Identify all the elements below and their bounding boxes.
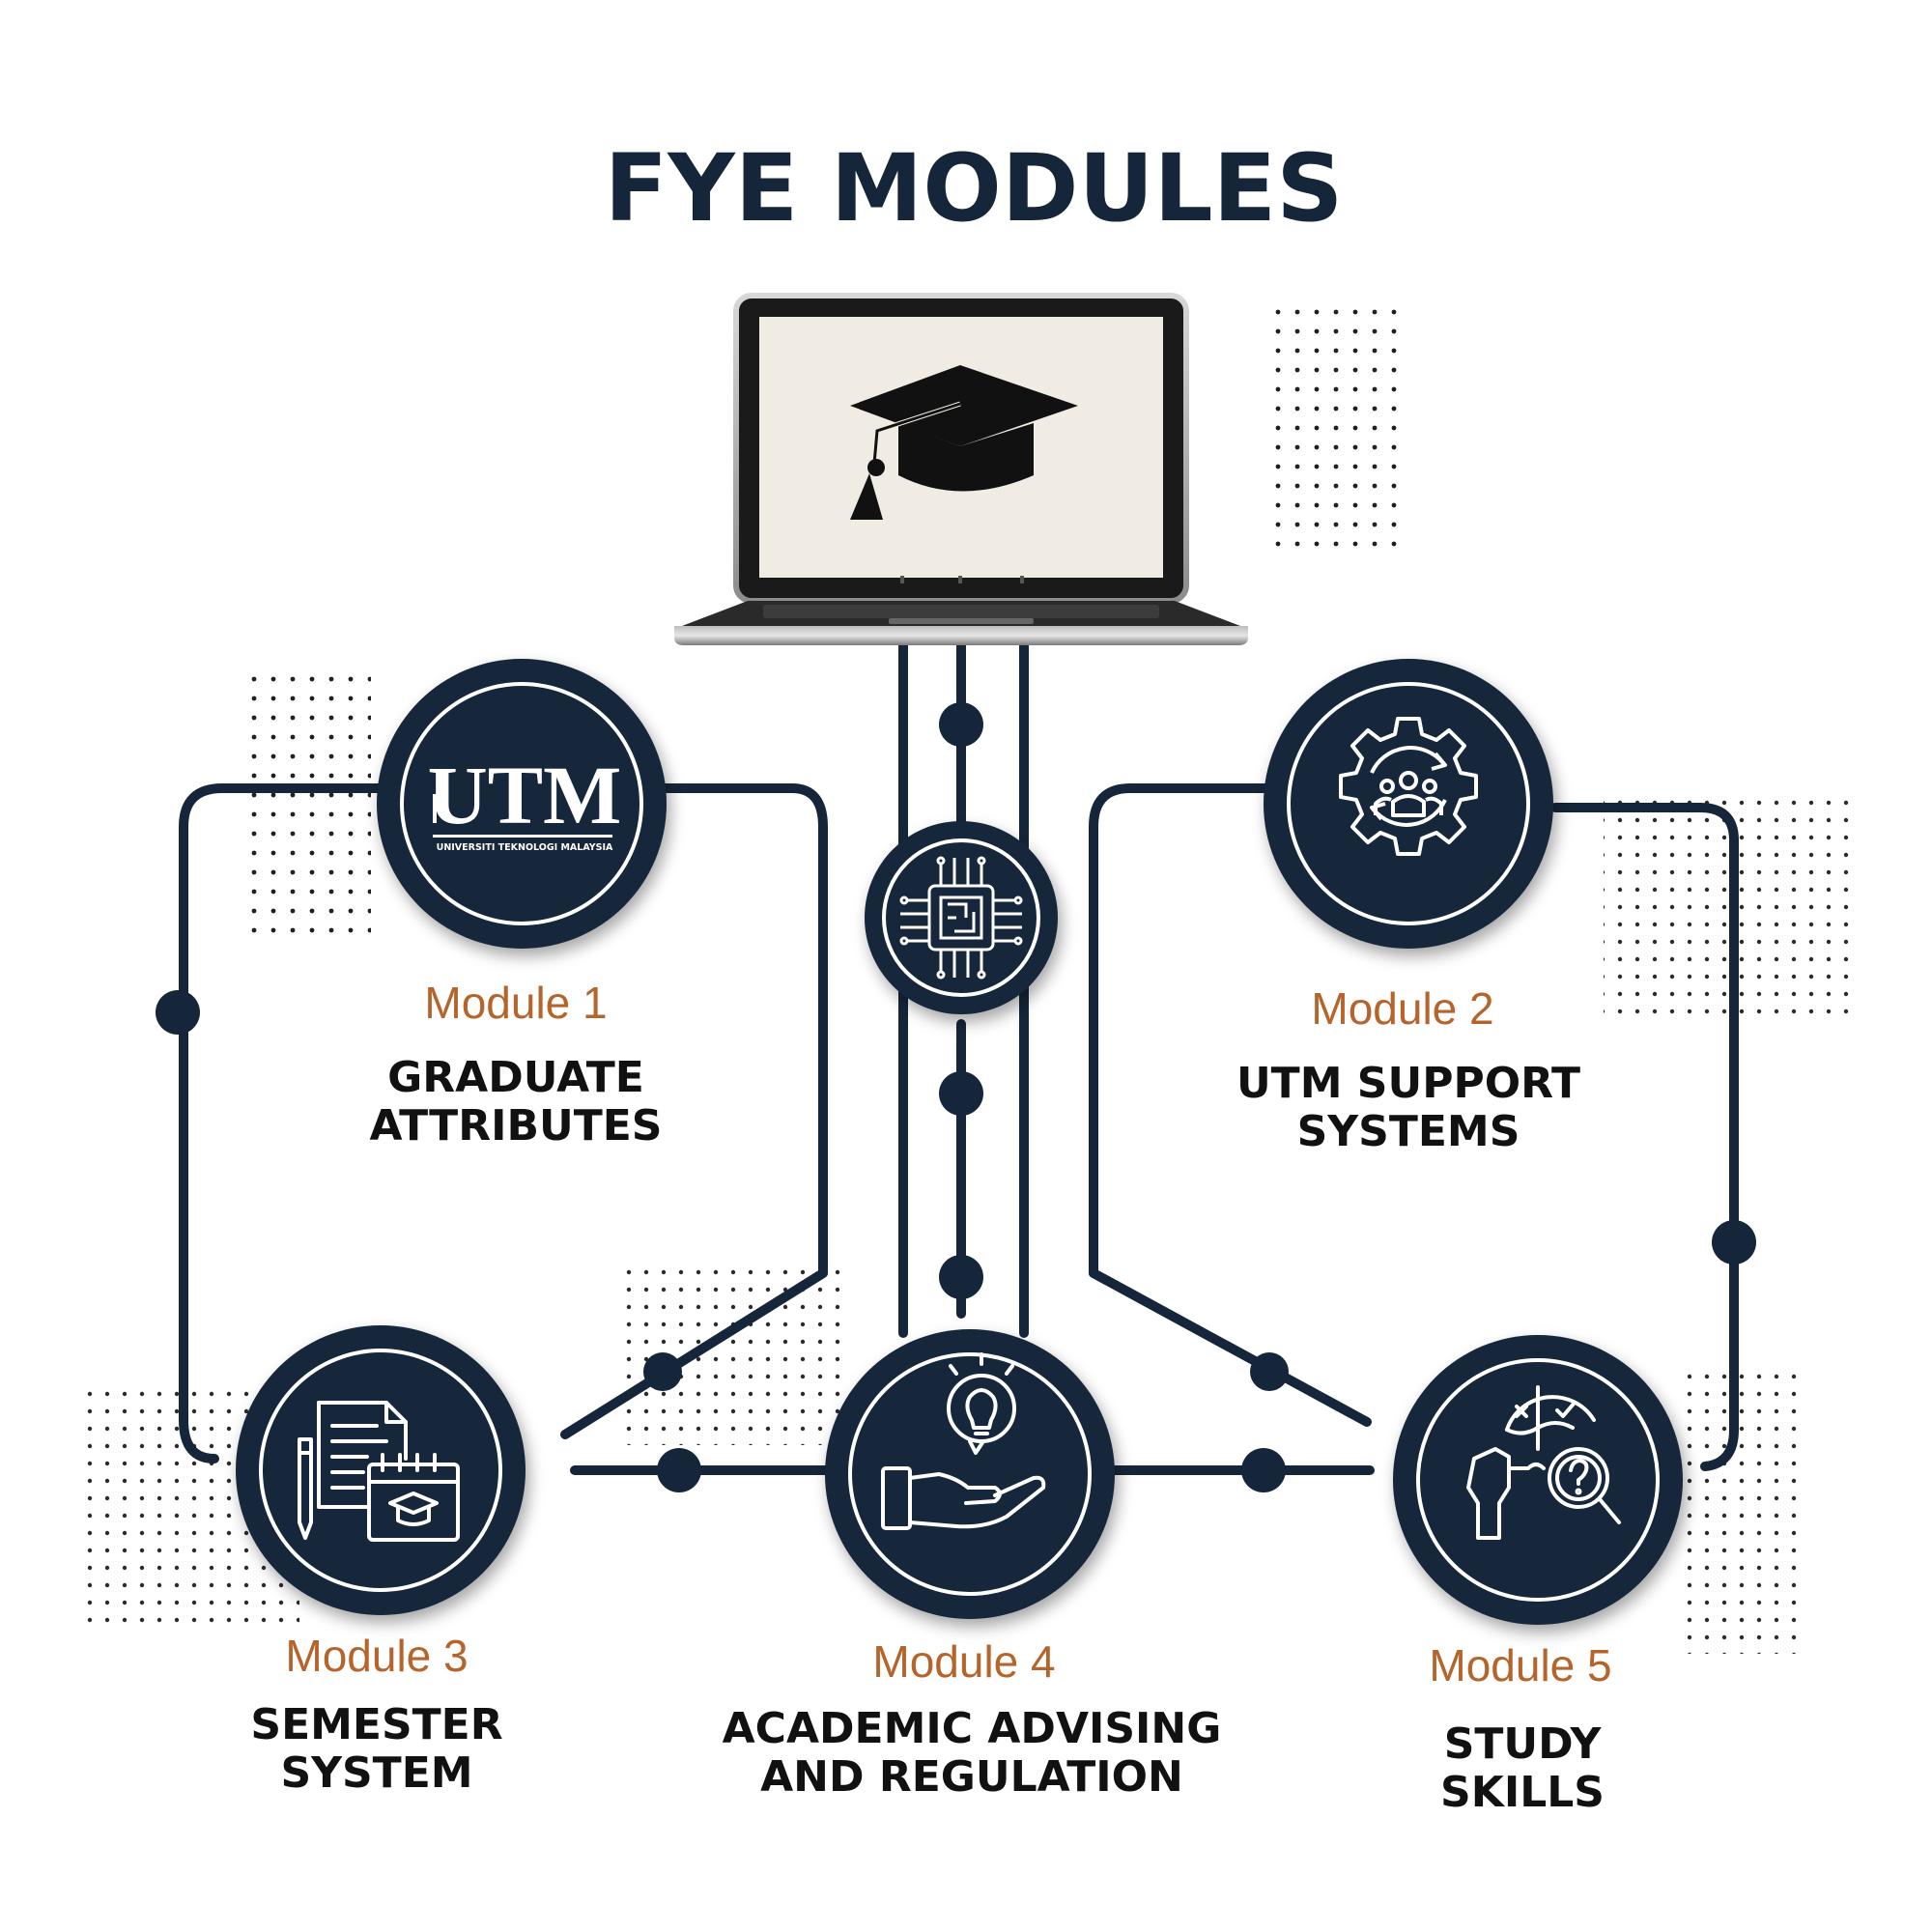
graduation-cap-icon [850,365,1078,520]
dot-textures [87,296,1861,1654]
module-3-caption: Module 3 SEMESTER SYSTEM [250,1631,502,1798]
module-4-caption: Module 4 ACADEMIC ADVISING AND REGULATIO… [723,1636,1222,1802]
module-5-caption: Module 5 STUDY SKILLS [1429,1640,1611,1817]
module-3-label: Module 3 [285,1631,468,1681]
module-1-label: Module 1 [424,978,607,1028]
hub-circuit-node [865,821,1058,1014]
connector-lines [179,640,1739,1475]
gear-people-icon [1339,717,1478,856]
documents-calendar-icon [298,1401,460,1542]
module-2-caption: Module 2 UTM SUPPORT SYSTEMS [1236,983,1580,1156]
module-1-name-line1: GRADUATE [387,1053,644,1102]
module-3-name-line2: SYSTEM [280,1748,472,1798]
module-5-node [1393,1335,1683,1625]
module-4-label: Module 4 [872,1636,1055,1687]
utm-logo-icon: UTM UNIVERSITI TEKNOLOGI MALAYSIA [428,749,622,853]
module-2-name-line1: UTM SUPPORT [1236,1059,1580,1108]
circuit-chip-icon [899,856,1023,980]
module-4-name-line1: ACADEMIC ADVISING [723,1704,1222,1753]
module-1-name-line2: ATTRIBUTES [370,1101,663,1151]
hand-lightbulb-icon [881,1352,1046,1530]
puzzle-search-icon [1466,1385,1621,1540]
module-5-name-line2: SKILLS [1440,1768,1605,1817]
module-1-caption: Module 1 GRADUATE ATTRIBUTES [370,978,663,1151]
module-1-node: UTM UNIVERSITI TEKNOLOGI MALAYSIA [377,659,667,949]
module-5-label: Module 5 [1429,1640,1611,1690]
module-2-node [1264,659,1553,949]
module-3-node [236,1325,526,1615]
svg-text:UTM: UTM [428,749,622,841]
module-4-node [825,1329,1115,1619]
svg-text:UNIVERSITI TEKNOLOGI MALAYSIA: UNIVERSITI TEKNOLOGI MALAYSIA [437,842,613,853]
laptop [674,293,1248,645]
module-4-name-line2: AND REGULATION [760,1752,1183,1802]
module-2-name-line2: SYSTEMS [1297,1107,1520,1156]
page-title: FYE MODULES [605,134,1344,242]
module-2-label: Module 2 [1311,983,1493,1034]
module-5-name-line1: STUDY [1444,1719,1603,1769]
connector-nodes [156,702,1756,1492]
module-3-name-line1: SEMESTER [250,1700,502,1749]
